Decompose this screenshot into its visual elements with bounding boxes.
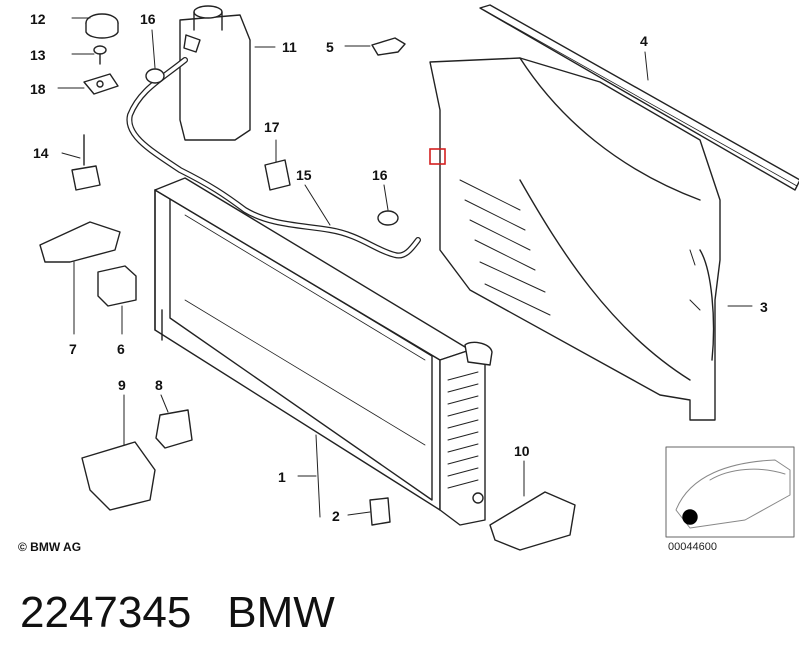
callout-12: 12 — [30, 11, 46, 27]
callout-17: 17 — [264, 119, 280, 135]
clip-part — [369, 497, 391, 526]
callout-6: 6 — [117, 341, 125, 357]
callout-13: 13 — [30, 47, 46, 63]
sensor-part — [71, 134, 101, 191]
callout-11: 11 — [282, 39, 297, 55]
rubber-mount-part — [97, 265, 137, 307]
hose-clamp-16a-part — [145, 68, 165, 84]
callout-10: 10 — [514, 443, 530, 459]
bush-part — [155, 409, 193, 449]
bracket-18-part — [83, 73, 119, 95]
seal-strip-part — [479, 4, 799, 191]
radiator-part — [154, 177, 493, 526]
callout-15: 15 — [296, 167, 312, 183]
callout-16b: 16 — [372, 167, 388, 183]
hose-clamp-16b-part — [377, 210, 399, 226]
callout-2: 2 — [332, 508, 340, 524]
clip-17-part — [264, 159, 291, 191]
bracket-7-part — [39, 221, 121, 263]
screw-part — [93, 45, 107, 65]
part-number: 2247345 — [20, 588, 192, 637]
callout-3: 3 — [760, 299, 768, 315]
leader-lines — [57, 17, 753, 518]
callout-14: 14 — [33, 145, 49, 161]
callout-5: 5 — [326, 39, 334, 55]
cap-part — [85, 13, 119, 39]
copyright-notice: © BMW AG — [18, 540, 82, 554]
rivet-part — [371, 37, 406, 56]
location-marker-icon — [682, 509, 698, 525]
air-duct-9-part — [81, 441, 156, 511]
expansion-tank-part — [179, 5, 251, 141]
callout-16a: 16 — [140, 11, 156, 27]
callout-8: 8 — [155, 377, 163, 393]
car-thumbnail — [665, 446, 795, 538]
parts-diagram: 12 13 18 14 16 11 5 4 17 15 16 7 6 3 9 8… — [30, 4, 799, 551]
callout-4: 4 — [640, 33, 648, 49]
callout-18: 18 — [30, 81, 46, 97]
diagram-reference-number: 00044600 — [668, 541, 717, 553]
footer-caption: 2247345 BMW — [20, 588, 335, 638]
callout-9: 9 — [118, 377, 126, 393]
fan-shroud-part — [429, 57, 721, 421]
coolant-hose-part — [126, 57, 421, 259]
highlight-box — [429, 148, 446, 165]
air-duct-10-part — [489, 491, 576, 551]
brand-name: BMW — [227, 588, 335, 637]
callout-7: 7 — [69, 341, 77, 357]
callout-1: 1 — [278, 469, 286, 485]
